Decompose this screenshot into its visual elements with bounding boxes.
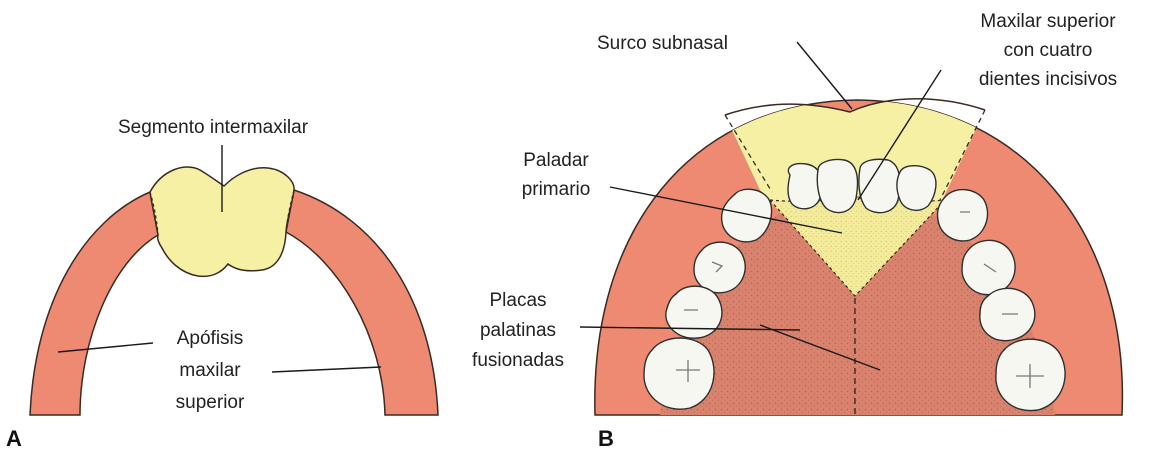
panel-letter-b: B	[598, 426, 614, 450]
maxillary-process-a	[30, 192, 158, 415]
label-surco-subnasal: Surco subnasal	[597, 33, 728, 54]
label-maxilar-2: con cuatro	[1004, 40, 1093, 61]
label-placas-2: palatinas	[480, 320, 556, 341]
label-segmento-intermaxilar: Segmento intermaxilar	[118, 117, 309, 138]
panel-a: Segmento intermaxilar Apófisis maxilar s…	[6, 117, 438, 450]
label-apofisis-1: Apófisis	[177, 328, 244, 349]
panel-b: Surco subnasal Maxilar superior con cuat…	[472, 11, 1122, 450]
label-maxilar-3: dientes incisivos	[979, 69, 1117, 90]
maxillary-process-a-right	[286, 190, 438, 415]
panel-letter-a: A	[6, 426, 22, 450]
label-placas-1: Placas	[489, 290, 546, 311]
label-apofisis-3: superior	[176, 392, 245, 413]
label-placas-3: fusionadas	[472, 350, 564, 371]
label-paladar-1: Paladar	[523, 150, 589, 171]
label-apofisis-2: maxilar	[179, 360, 241, 381]
label-paladar-2: primario	[522, 179, 591, 200]
label-maxilar-1: Maxilar superior	[980, 11, 1116, 32]
